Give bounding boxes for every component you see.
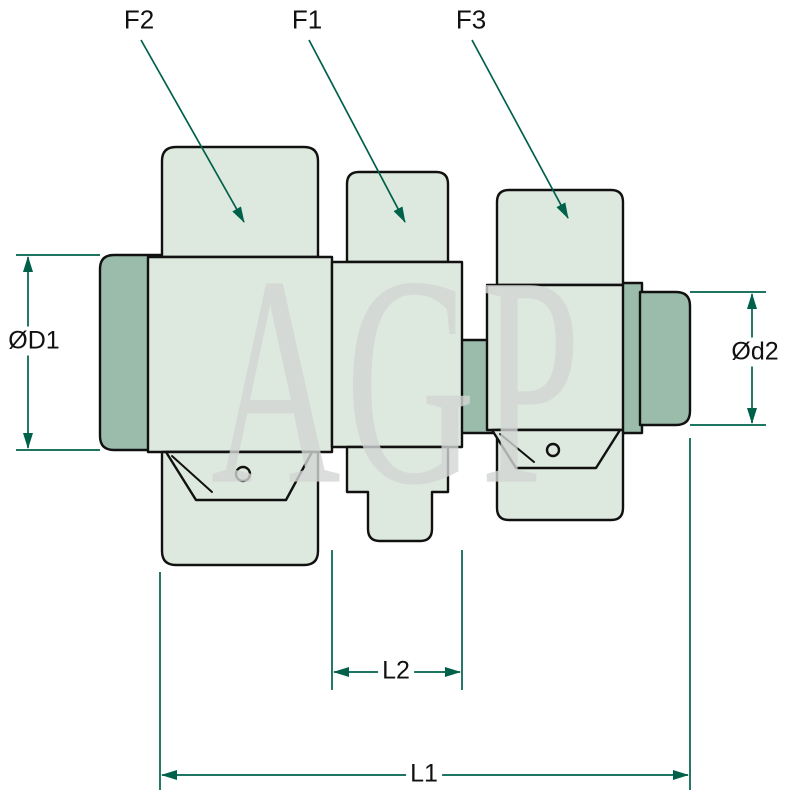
callout-label-f2: F2: [123, 4, 155, 35]
dimension-label-d2: Ød2: [727, 337, 783, 367]
right-nut-top-facet: [495, 188, 625, 287]
dimension-label-l1: L1: [406, 759, 442, 789]
callout-label-f1: F1: [291, 4, 323, 35]
left-nut-top-facet: [160, 145, 320, 259]
right-tube: [638, 290, 692, 427]
left-cutaway-line: [171, 455, 213, 493]
callout-label-f3: F3: [455, 4, 487, 35]
right-cutaway-line: [499, 433, 535, 463]
center-body: [330, 170, 464, 543]
center-body-bottom: [345, 445, 450, 543]
right-ferrule-ball: [545, 442, 561, 458]
leader-f3: [471, 39, 569, 219]
center-body-middle-facet: [330, 260, 464, 449]
left-nut: [146, 145, 334, 567]
leader-f1: [308, 39, 406, 223]
dimension-label-l2: L2: [378, 656, 414, 686]
left-nut-middle-facet: [146, 255, 334, 454]
left-ferrule-ball: [234, 465, 252, 483]
right-nut-middle-facet: [485, 283, 625, 432]
dimension-label-d1: ØD1: [4, 326, 64, 356]
right-nut: [485, 188, 625, 522]
center-body-top-facet: [345, 170, 450, 264]
leader-f2: [140, 39, 245, 223]
